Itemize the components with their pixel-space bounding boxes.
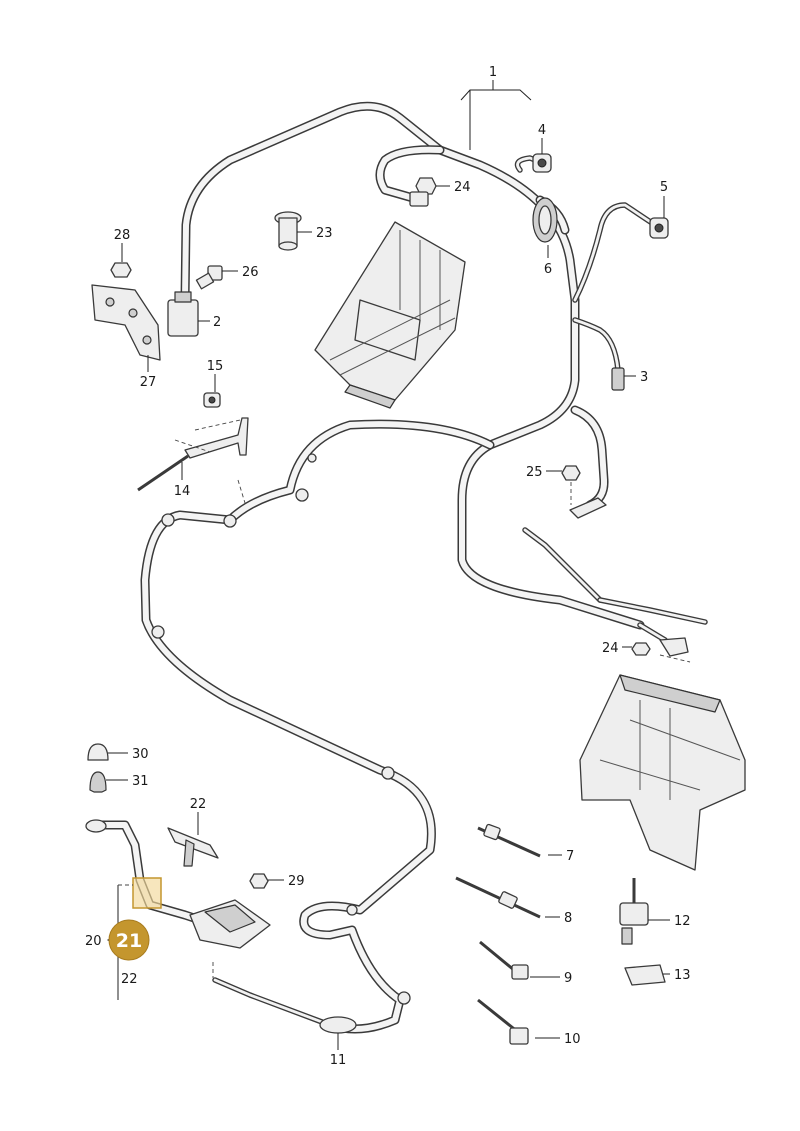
callout-4: 4 [538, 123, 546, 138]
callout-2: 2 [213, 315, 221, 330]
callout-28: 28 [114, 228, 131, 243]
callout-31: 31 [132, 774, 149, 789]
callout-22-top: 22 [190, 797, 207, 812]
callout-10: 10 [564, 1032, 581, 1047]
connector-4 [532, 153, 552, 173]
bolt-23 [274, 211, 302, 251]
cap-31 [89, 771, 107, 793]
connector-2 [167, 291, 199, 337]
callout-3: 3 [640, 370, 648, 385]
bracket-27 [91, 284, 161, 361]
cable-tie-8 [455, 876, 541, 919]
callout-30: 30 [132, 747, 149, 762]
callout-23: 23 [316, 226, 333, 241]
clip-22 [167, 827, 219, 867]
callout-25: 25 [526, 465, 543, 480]
callout-6: 6 [544, 262, 552, 277]
battery-tray-lower [579, 674, 746, 871]
callout-7: 7 [566, 849, 574, 864]
cable-tie-9 [479, 940, 529, 980]
callout-21: 21 [116, 930, 142, 952]
nut-29 [249, 873, 269, 889]
callout-27: 27 [140, 375, 157, 390]
callout-29: 29 [288, 874, 305, 889]
cap-30 [87, 743, 109, 761]
leader-lines [106, 80, 691, 1050]
callout-labels: 1 4 24 5 23 28 26 6 2 3 27 15 14 25 24 3… [85, 65, 691, 1068]
bracket-13 [624, 964, 666, 986]
thin-cables [514, 155, 708, 643]
callout-8: 8 [564, 911, 572, 926]
grommet-6 [532, 197, 558, 243]
nut-15 [203, 392, 221, 408]
connector-3 [611, 367, 625, 391]
bolt-26 [195, 265, 223, 290]
callout-22-bottom: 22 [121, 972, 138, 987]
callout-12: 12 [674, 914, 691, 929]
battery-tray-upper [314, 221, 466, 409]
callout-26: 26 [242, 265, 259, 280]
callout-24-lower: 24 [602, 641, 619, 656]
nut-28 [110, 262, 132, 278]
nut-24-lower [631, 642, 651, 656]
callout-1: 1 [489, 65, 497, 80]
cable-tie-10 [477, 998, 529, 1045]
connector-5 [649, 217, 669, 239]
highlight-box-21 [132, 877, 162, 909]
callout-9: 9 [564, 971, 572, 986]
callout-11: 11 [330, 1053, 347, 1068]
callout-24-top: 24 [454, 180, 471, 195]
callout-15: 15 [207, 359, 224, 374]
callout-5: 5 [660, 180, 668, 195]
callout-14: 14 [174, 484, 191, 499]
callout-21-circle [108, 919, 150, 961]
callout-21-badge[interactable]: 21 [108, 919, 150, 961]
nut-24-top [409, 177, 437, 207]
battery-sensor [189, 899, 271, 949]
nut-25 [561, 465, 581, 481]
holder-14 [137, 417, 249, 492]
holder-12 [619, 878, 649, 945]
callout-13: 13 [674, 968, 691, 983]
cable-tie-7 [477, 823, 541, 858]
callout-20: 20 [85, 934, 102, 949]
